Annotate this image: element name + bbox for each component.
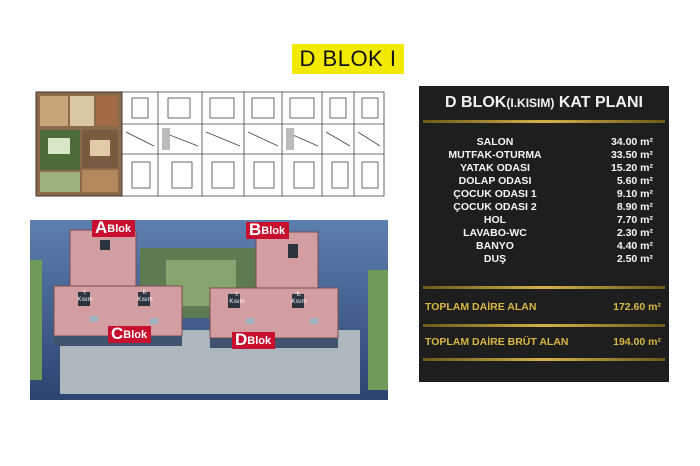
panel-title-tail: KAT PLANI [558,94,643,111]
area-panel: D BLOK(I.KISIM) KAT PLANI SALON 34.00 m²… [419,86,669,382]
room-row: DOLAP ODASI 5.60 m² [419,175,669,188]
block-label-a: ABlok [92,218,136,237]
kisim-word: Kısım [229,299,245,305]
panel-title-sub: (I.KISIM) [506,96,555,110]
block-suffix: Blok [261,225,286,237]
kisim-label: II. Kısım [288,292,310,306]
kisim-number: II. [142,290,148,296]
divider [423,120,665,123]
divider [423,324,665,327]
room-row: YATAK ODASI 15.20 m² [419,162,669,175]
room-area: 15.20 m² [610,162,653,174]
kisim-number: II. [296,292,302,298]
block-suffix: Blok [123,329,148,341]
room-row: HOL 7.70 m² [419,214,669,227]
total-gross-label: TOPLAM DAİRE BRÜT ALAN [425,336,569,348]
room-name: DOLAP ODASI [458,175,532,187]
room-row: BANYO 4.40 m² [419,240,669,253]
divider [423,286,665,289]
room-row: DUŞ 2.50 m² [419,253,669,266]
block-suffix: Blok [247,335,272,347]
room-area: 9.10 m² [616,188,653,200]
plan-walls [121,91,385,197]
block-suffix: Blok [107,223,132,235]
block-label-c: CBlok [108,324,152,343]
room-name: BANYO [476,240,514,252]
kisim-word: Kısım [137,297,153,303]
kisim-word: Kısım [77,297,93,303]
kisim-label: I. Kısım [226,292,248,306]
room-row: LAVABO-WC 2.30 m² [419,227,669,240]
room-name: ÇOCUK ODASI 2 [453,201,537,213]
block-label-d: DBlok [232,330,276,349]
room-area: 34.00 m² [610,136,653,148]
block-letter: A [95,218,108,237]
panel-title-main: D BLOK [445,94,507,111]
room-area: 8.90 m² [616,201,653,213]
room-area: 2.50 m² [616,253,653,265]
room-row: ÇOCUK ODASI 1 9.10 m² [419,188,669,201]
panel-title: D BLOK(I.KISIM) KAT PLANI [419,94,669,112]
total-net-value: 172.60 m² [613,301,661,313]
floor-plan-drawing [32,84,388,206]
block-letter: B [249,220,262,239]
room-row: SALON 34.00 m² [419,136,669,149]
kisim-word: Kısım [291,299,307,305]
room-area: 7.70 m² [616,214,653,226]
block-label-b: BBlok [246,220,290,239]
room-name: DUŞ [483,253,507,265]
room-area: 33.50 m² [610,149,653,161]
room-name: HOL [483,214,507,226]
floor-plan [32,84,388,206]
room-name: LAVABO-WC [463,227,527,239]
total-gross-value: 194.00 m² [613,336,661,348]
page-title: D BLOK I [292,44,404,74]
block-letter: D [235,330,248,349]
room-row: MUTFAK-OTURMA 33.50 m² [419,149,669,162]
total-net-label: TOPLAM DAİRE ALAN [425,301,537,313]
kisim-number: I. [83,290,87,296]
room-area: 4.40 m² [616,240,653,252]
block-letter: C [111,324,124,343]
aerial-render: ABlok BBlok CBlok DBlok I. Kısım II. Kıs… [30,218,388,400]
kisim-label: I. Kısım [74,290,96,304]
divider [423,358,665,361]
room-area: 2.30 m² [616,227,653,239]
kisim-number: I. [235,292,239,298]
room-area: 5.60 m² [616,175,653,187]
room-name: YATAK ODASI [460,162,530,174]
room-name: SALON [476,136,514,148]
room-name: MUTFAK-OTURMA [448,149,542,161]
aerial-render-drawing [30,220,388,400]
room-name: ÇOCUK ODASI 1 [453,188,537,200]
kisim-label: II. Kısım [134,290,156,304]
room-row: ÇOCUK ODASI 2 8.90 m² [419,201,669,214]
